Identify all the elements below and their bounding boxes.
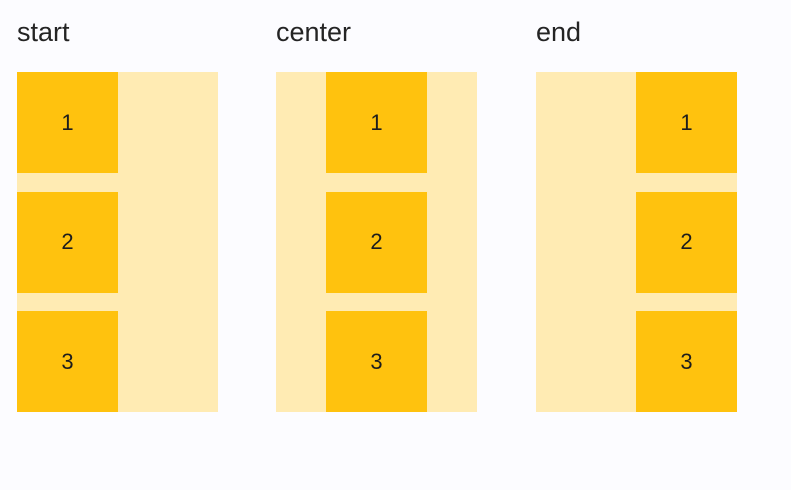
flex-item-label: 3 <box>61 348 74 374</box>
flex-item-label: 3 <box>370 348 383 374</box>
flex-item-label: 1 <box>370 109 383 135</box>
group-label-start: start <box>17 17 70 47</box>
flex-item: 2 <box>326 191 427 293</box>
group-label-end: end <box>536 17 582 47</box>
flex-item-label: 1 <box>680 109 693 135</box>
flex-container-center: 1 2 3 <box>276 72 477 412</box>
flex-container-start: 1 2 3 <box>17 72 218 412</box>
group-label-center: center <box>276 17 352 47</box>
flex-item: 1 <box>17 72 118 173</box>
flex-item-label: 3 <box>680 348 693 374</box>
flex-item: 1 <box>636 72 737 173</box>
flex-item: 2 <box>17 191 118 293</box>
flex-item: 3 <box>636 311 737 412</box>
flex-item: 1 <box>326 72 427 173</box>
flex-item-label: 2 <box>370 229 383 254</box>
flex-item: 3 <box>17 311 118 412</box>
flex-container-end: 1 2 3 <box>536 72 737 412</box>
flex-item: 2 <box>636 191 737 293</box>
flex-item-label: 2 <box>61 229 74 254</box>
flex-item: 3 <box>326 311 427 412</box>
flex-item-label: 2 <box>680 229 693 254</box>
flex-item-label: 1 <box>61 109 74 135</box>
